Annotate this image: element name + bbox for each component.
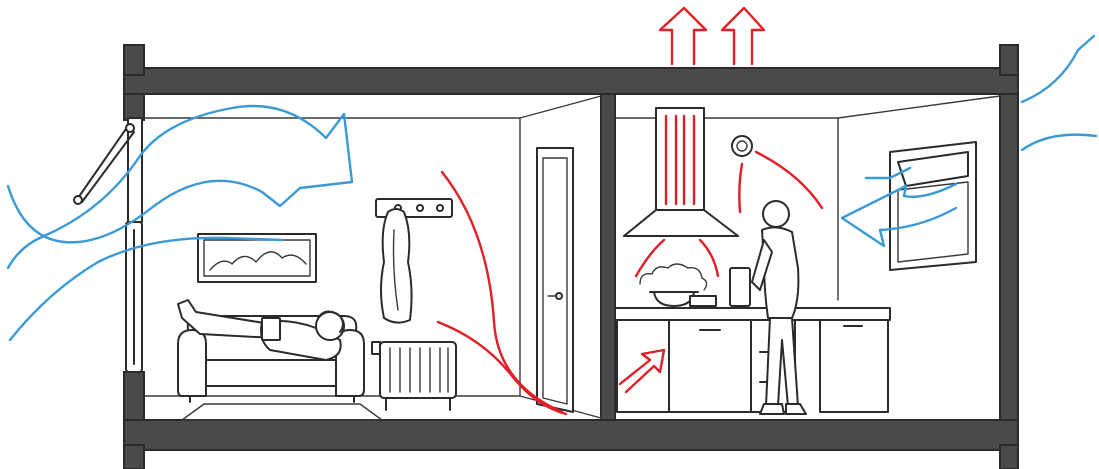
roof-right-stub <box>1000 45 1018 75</box>
rug <box>182 404 382 420</box>
roof-slab <box>124 68 1018 94</box>
floor-slab <box>124 420 1018 450</box>
living-room <box>74 96 601 420</box>
open-window-icon <box>74 118 142 372</box>
left-wall-upper <box>124 94 144 120</box>
radiator-icon <box>372 342 456 410</box>
roof-exhaust-arrow-2 <box>722 8 764 64</box>
extractor-vent-icon <box>732 136 752 156</box>
countertop <box>615 308 890 320</box>
sofa-legs <box>190 396 354 402</box>
hood-canopy <box>624 210 738 236</box>
kitchen-window <box>890 142 976 270</box>
cabinet-4 <box>820 320 888 412</box>
hood-steam-left <box>636 240 664 276</box>
sash-hinge-bottom <box>74 196 82 204</box>
cooking-pot <box>640 264 716 306</box>
radiator-body <box>380 342 456 398</box>
vent-extract-right <box>756 152 822 208</box>
partition-wall <box>601 94 615 420</box>
vent-outer <box>732 136 752 156</box>
vent-extract-left <box>739 164 742 212</box>
standing-torso <box>762 227 798 318</box>
open-sash <box>78 126 134 202</box>
right-wall <box>1000 94 1018 420</box>
floor-right-stub <box>1000 445 1018 469</box>
radiator-feet <box>386 398 450 410</box>
sofa-arm-left <box>178 330 206 396</box>
book <box>262 318 280 340</box>
roof-left-stub <box>124 45 144 75</box>
door-icon <box>537 148 573 412</box>
cutting-board <box>730 268 750 306</box>
coat-rack <box>376 199 452 323</box>
pan <box>690 296 716 306</box>
pot <box>654 292 694 306</box>
kitchen-counter <box>615 308 890 412</box>
cool-air-flow-4 <box>1022 135 1096 150</box>
standing-shoes <box>760 404 806 414</box>
floor-left-stub <box>124 445 144 469</box>
cooker-hood-icon <box>624 108 738 236</box>
sash-hinge-top <box>126 124 134 132</box>
left-wall-lower <box>124 372 144 420</box>
standing-head <box>763 201 789 227</box>
hanging-coat <box>381 209 412 323</box>
kitchen <box>615 96 1000 414</box>
radiator-valve <box>372 342 380 354</box>
roof-exhaust-arrow-1 <box>660 8 706 64</box>
hood-chimney <box>656 108 704 210</box>
wall-painting <box>198 234 316 282</box>
cool-air-flow-3 <box>1022 36 1094 102</box>
hood-steam-right <box>700 240 718 276</box>
sofa-seat <box>196 360 350 386</box>
cabinet-2 <box>669 320 751 412</box>
steam-cloud <box>640 264 707 290</box>
